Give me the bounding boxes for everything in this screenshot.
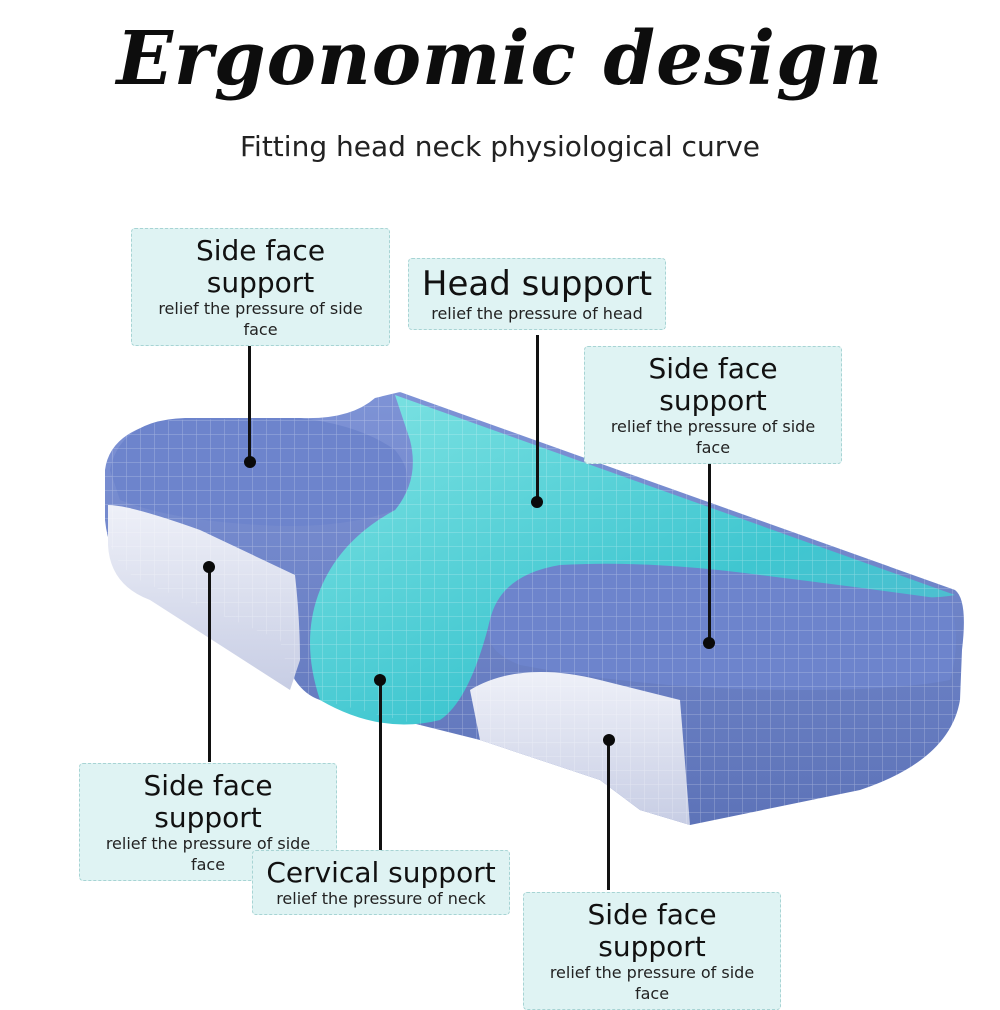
- marker-dot-5: [374, 674, 386, 686]
- label-title: Side face support: [195, 234, 326, 300]
- leader-line-3: [708, 420, 711, 642]
- marker-dot-3: [703, 637, 715, 649]
- label-desc: relief the pressure of side face: [158, 299, 363, 340]
- leader-line-2: [536, 335, 539, 500]
- marker-dot-1: [244, 456, 256, 468]
- label-desc: relief the pressure of side face: [105, 834, 311, 875]
- leader-line-5: [379, 680, 382, 850]
- page-title: Ergonomic design: [116, 16, 884, 102]
- label-title: Side face support: [648, 352, 778, 418]
- label-side-face-bottom-right: Side face support relief the pressure of…: [523, 892, 781, 1010]
- label-desc: relief the pressure of neck: [276, 889, 486, 909]
- pillow-mesh: [105, 392, 964, 825]
- marker-dot-2: [531, 496, 543, 508]
- label-cervical-support: Cervical support relief the pressure of …: [252, 850, 510, 915]
- label-side-face-top-left: Side face support relief the pressure of…: [131, 228, 390, 346]
- label-title: Head support: [421, 264, 653, 304]
- label-desc: relief the pressure of side face: [610, 417, 816, 458]
- label-desc: relief the pressure of side face: [549, 963, 755, 1004]
- leader-line-1: [248, 305, 251, 460]
- leader-line-6: [607, 740, 610, 890]
- page-subtitle: Fitting head neck physiological curve: [239, 130, 761, 163]
- label-title: Side face support: [587, 898, 717, 964]
- label-title: Cervical support: [266, 856, 496, 889]
- label-title: Side face support: [143, 769, 273, 835]
- marker-dot-4: [203, 561, 215, 573]
- marker-dot-6: [603, 734, 615, 746]
- label-head-support: Head support relief the pressure of head: [408, 258, 666, 330]
- label-side-face-top-right: Side face support relief the pressure of…: [584, 346, 842, 464]
- label-desc: relief the pressure of head: [431, 304, 643, 324]
- leader-line-4: [208, 567, 211, 762]
